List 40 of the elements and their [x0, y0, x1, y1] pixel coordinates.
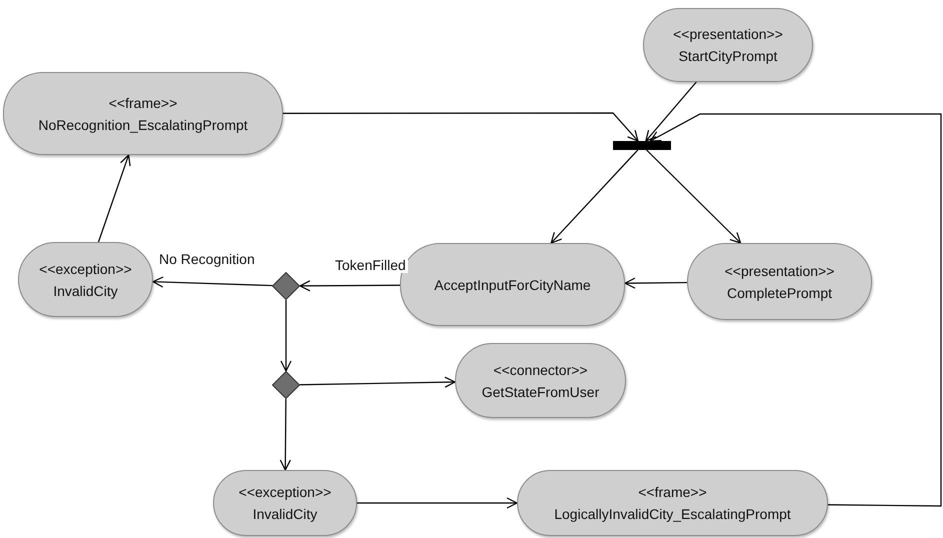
- activity-name: LogicallyInvalidCity_EscalatingPrompt: [554, 505, 791, 524]
- edge-label: No Recognition: [157, 251, 257, 267]
- activity-node: [18, 242, 153, 317]
- activity-name: NoRecognition_EscalatingPrompt: [38, 116, 248, 135]
- stereotype-label: <<frame>>: [108, 94, 178, 112]
- stereotype-label: <<presentation>>: [673, 25, 783, 44]
- arrow: [152, 276, 272, 288]
- arrow: [650, 113, 942, 507]
- arrow: [300, 376, 456, 388]
- arrow: [357, 497, 518, 509]
- join-bar: [613, 141, 671, 150]
- activity-name: InvalidCity: [252, 505, 318, 524]
- edge-label: TokenFilled: [333, 257, 408, 273]
- activity-name: StartCityPrompt: [678, 47, 778, 66]
- activity-node: [517, 470, 828, 536]
- activity-name: CompletePrompt: [726, 284, 832, 303]
- stereotype-label: <<frame>>: [638, 483, 707, 502]
- arrow: [299, 280, 400, 292]
- arrow: [624, 278, 687, 289]
- activity-node: [213, 470, 357, 536]
- stereotype-label: <<presentation>>: [724, 262, 834, 281]
- stereotype-label: <<exception>>: [238, 483, 332, 502]
- activity-node: [687, 243, 872, 320]
- arrow: [646, 150, 742, 244]
- activity-node: [455, 343, 626, 418]
- decision-diamond: [272, 272, 300, 300]
- activity-name: InvalidCity: [53, 282, 118, 301]
- arrow: [550, 150, 638, 244]
- activity-name: AcceptInputForCityName: [434, 276, 591, 295]
- decision-diamond: [272, 371, 300, 399]
- arrow: [283, 112, 639, 142]
- stereotype-label: <<exception>>: [39, 260, 132, 279]
- activity-name: GetStateFromUser: [482, 382, 600, 402]
- arrow: [98, 154, 131, 242]
- stereotype-label: <<connector>>: [493, 360, 588, 380]
- activity-node: [3, 72, 283, 155]
- arrow: [280, 300, 292, 372]
- activity-node: [643, 8, 813, 82]
- arrow: [280, 398, 291, 471]
- arrow: [645, 82, 697, 142]
